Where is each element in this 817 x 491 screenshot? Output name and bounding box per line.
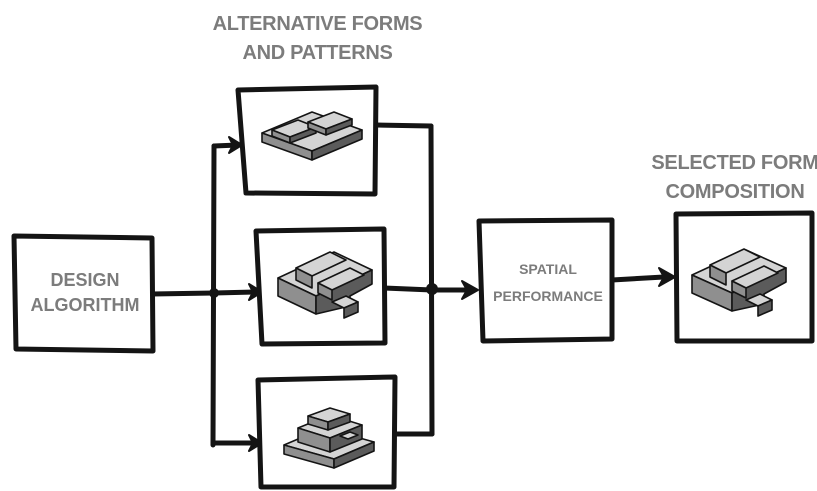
- alternative-forms-heading-line-1: ALTERNATIVE FORMS: [212, 13, 423, 35]
- from-alternative-1-connector: [373, 122, 434, 129]
- arrowhead-alternative-1: [228, 136, 243, 154]
- spatial-performance-box: [476, 217, 615, 344]
- selected-composition-form-sketch: [691, 248, 787, 317]
- selected-form-heading-line-1: SELECTED FORM: [651, 152, 817, 174]
- spatial-performance-label: SPATIAL PERFORMANCE: [483, 256, 613, 310]
- selected-form-heading: SELECTED FORM COMPOSITION: [650, 149, 817, 207]
- merge-vertical-connector: [428, 123, 435, 437]
- design-algorithm-label-line-2: ALGORITHM: [30, 295, 140, 315]
- design-algorithm-label: DESIGN ALGORITHM: [20, 268, 150, 318]
- alternative-3-form-sketch: [283, 407, 375, 469]
- design-algorithm-box: [11, 233, 156, 354]
- split-junction-dot: [209, 288, 219, 298]
- arrowhead-alternative-2: [248, 283, 263, 301]
- from-alternative-2-connector: [381, 285, 435, 293]
- selected-form-heading-line-2: COMPOSITION: [665, 181, 805, 203]
- spatial-to-selected-connector: [609, 274, 667, 283]
- merge-junction-dot: [426, 283, 438, 295]
- design-algorithm-label-line-1: DESIGN: [50, 270, 120, 290]
- alternative-forms-heading: ALTERNATIVE FORMS AND PATTERNS: [200, 10, 435, 68]
- spatial-performance-label-line-1: SPATIAL: [519, 261, 577, 277]
- design-to-split-connector: [149, 290, 217, 297]
- alternative-2-form-sketch: [277, 251, 373, 319]
- arrowhead-alternative-3: [248, 434, 263, 452]
- to-alternative-2-connector: [211, 289, 259, 296]
- alternative-forms-heading-line-2: AND PATTERNS: [242, 42, 393, 64]
- arrowhead-spatial: [461, 280, 479, 300]
- spatial-performance-label-line-2: PERFORMANCE: [493, 288, 603, 304]
- arrowhead-selected: [658, 267, 676, 287]
- alternative-1-form-sketch: [261, 111, 363, 161]
